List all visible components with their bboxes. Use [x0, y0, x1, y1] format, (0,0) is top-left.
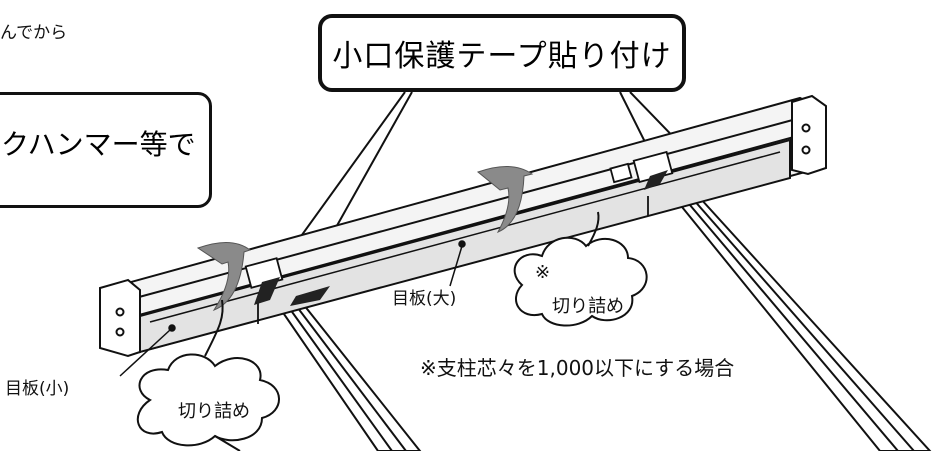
- label-board-large: 目板(大): [392, 289, 457, 309]
- cloud-small: [137, 299, 280, 452]
- bracket-fittings: [244, 150, 674, 324]
- label-pointers: [119, 240, 466, 377]
- hammer-callout-box: クハンマー等で: [0, 92, 212, 208]
- tape-callout-text: 小口保護テープ貼り付け: [332, 39, 672, 74]
- hammer-callout-text: クハンマー等で: [1, 128, 196, 161]
- spacing-note: ※支柱芯々を1,000以下にする場合: [420, 356, 735, 380]
- cloud-small-text: 切り詰め: [178, 401, 250, 422]
- cloud-large: [513, 211, 648, 327]
- protective-tape: [254, 170, 668, 306]
- cloud-large-mark: ※: [535, 262, 551, 283]
- end-cap-left: [99, 278, 141, 358]
- rotation-arrow-left: [196, 242, 252, 312]
- rotation-arrow-right: [476, 166, 534, 234]
- cloud-large-text: 切り詰め: [552, 296, 624, 317]
- end-cap-right: [791, 94, 827, 176]
- instruction-fragment: んでから: [0, 23, 68, 43]
- label-board-small: 目板(小): [5, 379, 70, 399]
- tape-callout-box: 小口保護テープ貼り付け: [318, 14, 686, 92]
- post-right: [649, 168, 933, 452]
